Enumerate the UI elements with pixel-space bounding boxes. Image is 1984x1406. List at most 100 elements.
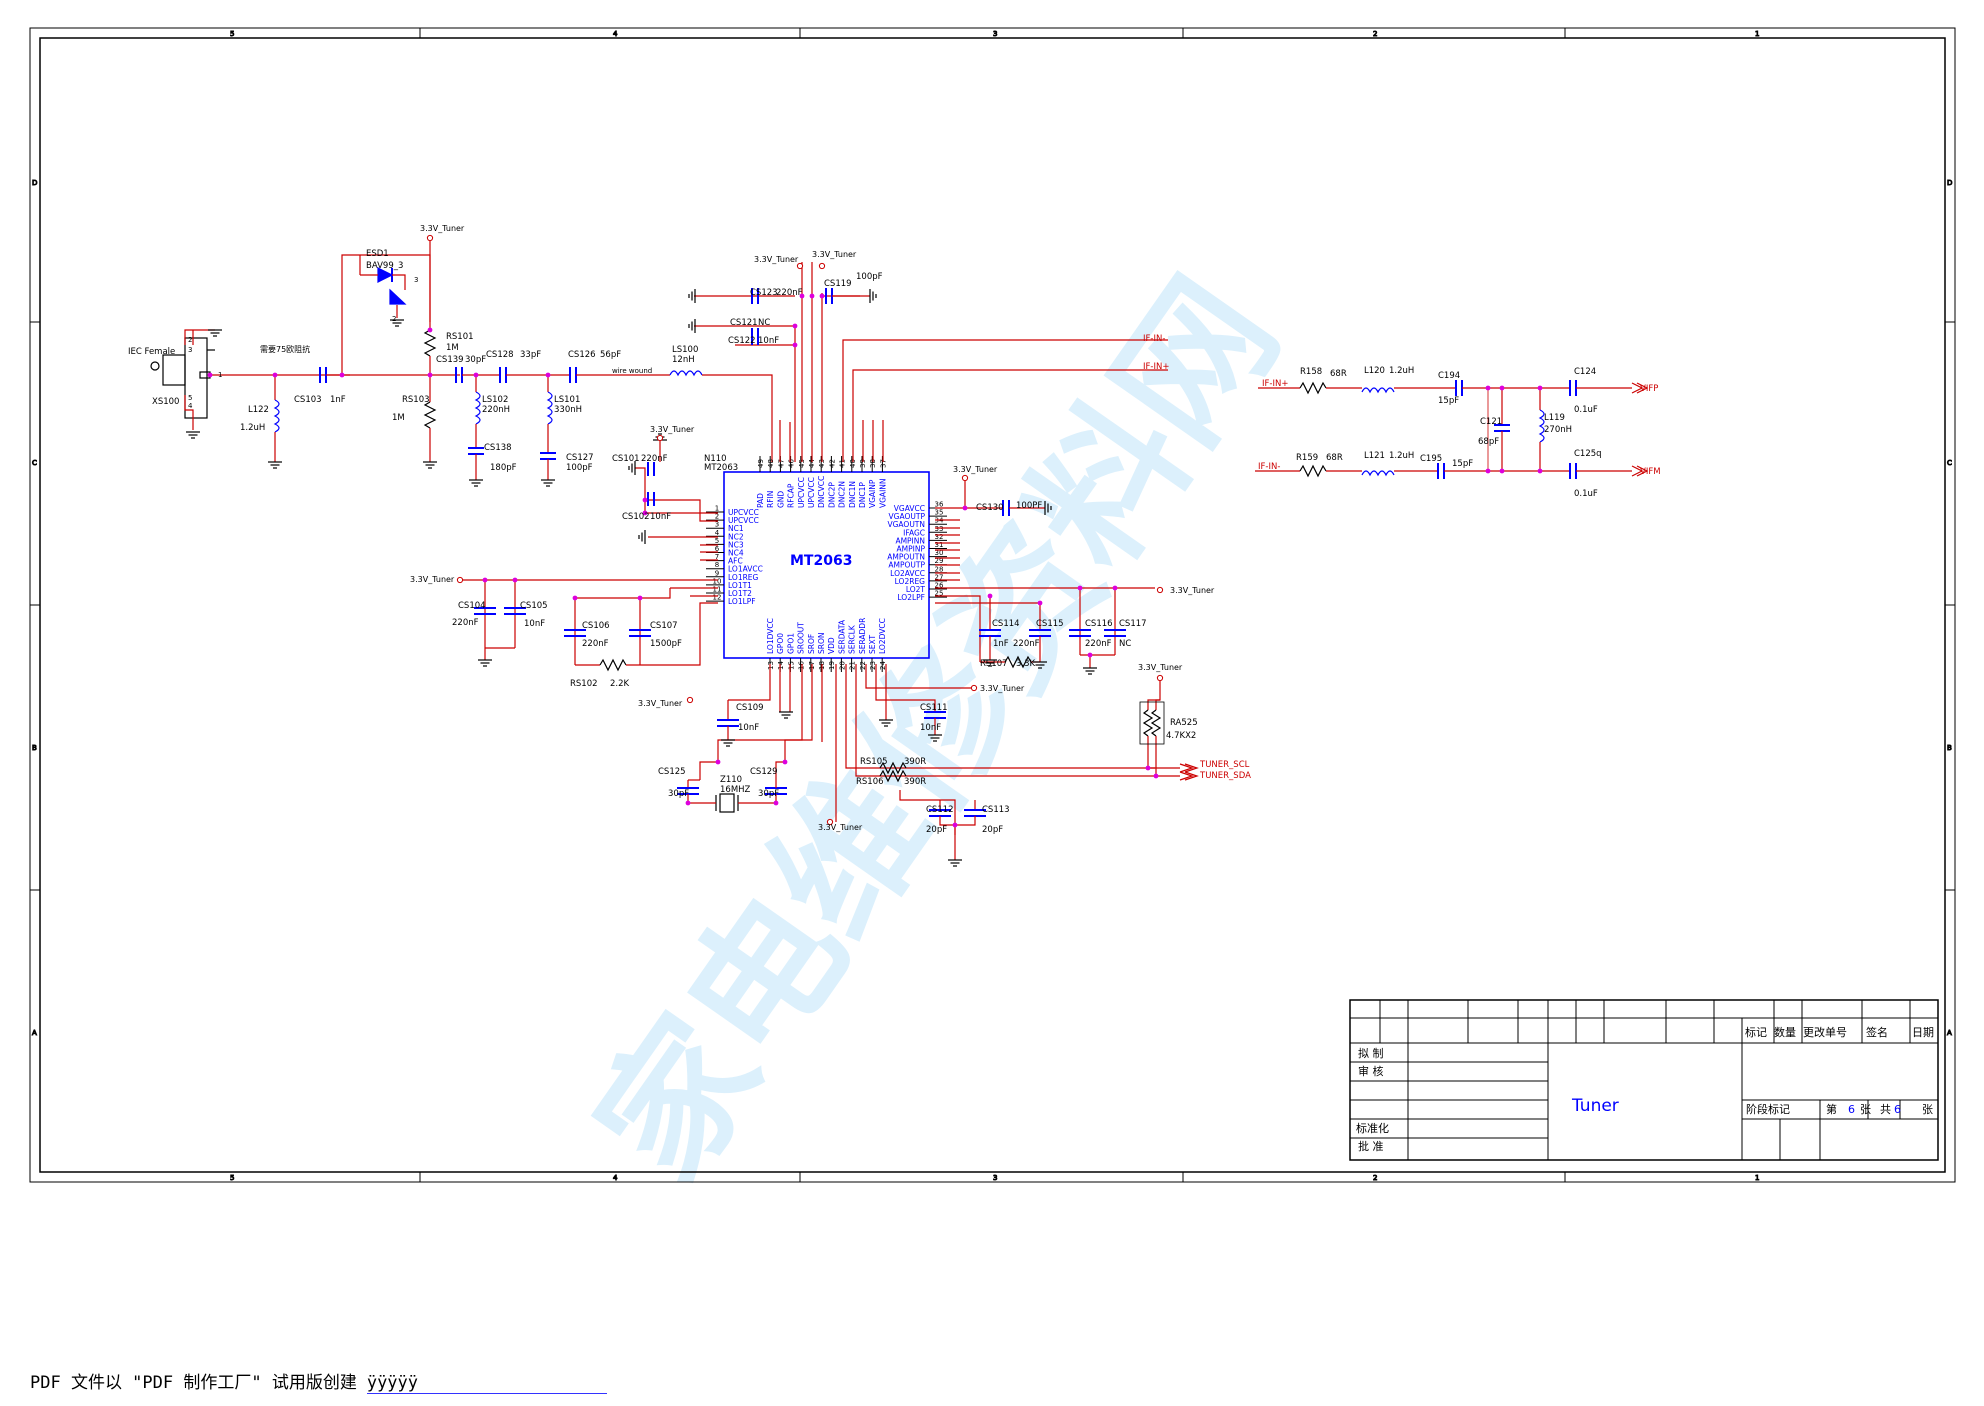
esd-pin: 3 xyxy=(414,276,418,284)
ic-pin-name: UPCVCC xyxy=(728,508,759,517)
ic-pin-name: SRON xyxy=(817,633,826,655)
junction-dot xyxy=(962,505,968,511)
net-label: VIFP xyxy=(1640,384,1658,394)
zone-col-label: 1 xyxy=(1755,1174,1759,1182)
tb-approve: 批 准 xyxy=(1358,1139,1384,1153)
label: CS116 xyxy=(1085,619,1113,629)
label: CS106 xyxy=(582,621,610,631)
ic-pin-name: AMPOUTP xyxy=(888,561,925,570)
label: R158 xyxy=(1300,367,1322,377)
label: CS123 xyxy=(750,288,778,298)
label: 220nF xyxy=(776,288,803,298)
power-flag xyxy=(796,262,804,270)
junction-dot xyxy=(782,759,788,765)
ic-pin-number: 37 xyxy=(879,459,887,468)
label: 20pF xyxy=(926,825,947,835)
label: 100pF xyxy=(566,463,593,473)
label: CS115 xyxy=(1036,619,1064,629)
ic-pin-name: NC1 xyxy=(728,524,744,533)
label: CS126 xyxy=(568,350,596,360)
ic-pin-name: DNC2P xyxy=(827,482,836,508)
ic-pin-name: DNCVCC xyxy=(817,476,826,508)
ic-pin-name: LO1AVCC xyxy=(728,565,763,574)
connector-pin: 5 xyxy=(188,394,192,402)
zone-col-label: 5 xyxy=(230,30,234,38)
ic-pin-name: NC2 xyxy=(728,532,744,541)
ic-pin-number: 40 xyxy=(849,459,857,468)
junction-dot xyxy=(1499,468,1505,474)
if-filter-section xyxy=(1255,380,1649,479)
ic-pin-number: 13 xyxy=(767,661,775,670)
ic-pin-number: 45 xyxy=(798,459,806,468)
power-label: 3.3V_Tuner xyxy=(1170,586,1215,595)
label: C124 xyxy=(1574,367,1596,377)
ic-pin-name: LO1DVCC xyxy=(766,618,775,654)
junction-dot xyxy=(1037,600,1043,606)
ic-pin-name: IFAGC xyxy=(903,528,925,537)
ic-pin-name: SERDATA xyxy=(837,619,846,654)
label: 30pF xyxy=(668,789,689,799)
label: 220nF xyxy=(452,618,479,628)
ic-pin-name: SROOUT xyxy=(797,622,806,654)
ic-pin-number: 46 xyxy=(788,459,796,468)
power-label: 3.3V_Tuner xyxy=(980,684,1025,693)
ic-pin-number: 25 xyxy=(935,590,944,598)
label: L120 xyxy=(1364,366,1385,376)
ic-pin-name: LO2AVCC xyxy=(890,569,925,578)
net-label: IF-IN+ xyxy=(1262,379,1288,389)
label: CS103 xyxy=(294,395,322,405)
label: 1.2uH xyxy=(1389,451,1414,461)
ic-pin-name: LO2DVCC xyxy=(878,618,887,654)
label: CS105 xyxy=(520,601,548,611)
connector-ref-label: XS100 xyxy=(152,397,179,407)
label: CS128 xyxy=(486,350,514,360)
label: CS101 xyxy=(612,454,640,464)
ic-bottom-wiring xyxy=(677,664,1155,860)
tb-hdr-count: 数量 xyxy=(1774,1026,1796,1039)
junction-dot xyxy=(207,372,213,378)
label: RS105 xyxy=(860,757,888,767)
junction-dots xyxy=(207,293,1543,828)
tb-sheet-prefix: 第 xyxy=(1826,1102,1837,1116)
ic-pin-name: DNC1P xyxy=(858,482,867,508)
label: CS117 xyxy=(1119,619,1147,629)
label: CS119 xyxy=(824,279,852,289)
ic-pin-name: VGAINN xyxy=(878,478,887,508)
ic-pin-number: 9 xyxy=(715,569,719,577)
zone-row-label: D xyxy=(1947,179,1952,187)
tb-total-unit: 张 xyxy=(1922,1103,1933,1116)
label: RS101 xyxy=(446,332,474,342)
tb-title: Tuner xyxy=(1571,1096,1619,1116)
junction-dot xyxy=(512,577,518,583)
tb-stage: 阶段标记 xyxy=(1746,1102,1790,1116)
power-label: 3.3V_Tuner xyxy=(410,575,455,584)
esd-ref: ESD1 xyxy=(366,249,389,259)
tb-sheet-unit: 张 xyxy=(1860,1103,1871,1116)
title-block-text: 标记 数量 更改单号 签名 日期 拟 制 审 核 标准化 批 准 Tuner 阶… xyxy=(1356,1025,1934,1153)
label: LS102 xyxy=(482,395,508,405)
zone-col-label: 4 xyxy=(613,1174,618,1182)
label: RA525 xyxy=(1170,718,1198,728)
power-label: 3.3V_Tuner xyxy=(1138,663,1183,672)
label: CS139 xyxy=(436,355,464,365)
ic-pin-number: 30 xyxy=(935,549,944,557)
label: 1M xyxy=(446,343,459,353)
label: 390R xyxy=(904,777,926,787)
junction-dot xyxy=(473,372,479,378)
power-label: 3.3V_Tuner xyxy=(953,465,998,474)
junction-dot xyxy=(819,293,825,299)
ic-pin-name: GPO1 xyxy=(786,633,795,654)
zone-col-label: 3 xyxy=(993,1174,997,1182)
net-label: IF-IN- xyxy=(1258,462,1280,472)
ic-pin-name: RFCAP xyxy=(787,483,796,508)
junction-dot xyxy=(1145,765,1151,771)
ic-pin-name: UPCVCC xyxy=(807,477,816,508)
label: C194 xyxy=(1438,371,1460,381)
power-flag xyxy=(686,696,694,704)
ic-pin-name: AMPINN xyxy=(895,536,925,545)
junction-dot xyxy=(792,342,798,348)
connector-pin: 4 xyxy=(188,402,193,410)
junction-dot xyxy=(545,372,551,378)
label: 1.2uH xyxy=(1389,366,1414,376)
